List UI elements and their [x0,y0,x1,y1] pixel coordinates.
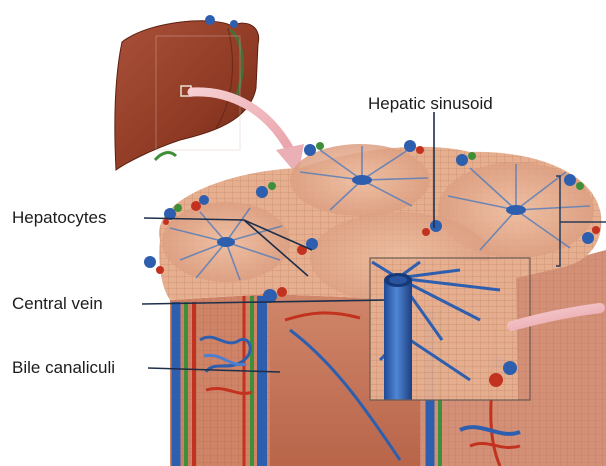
label-central-vein: Central vein [12,294,103,314]
liver-organ [115,15,259,170]
label-hepatocytes: Hepatocytes [12,208,107,228]
central-vein-section [370,258,530,400]
label-hepatic-sinusoid: Hepatic sinusoid [368,94,493,114]
label-bile-canaliculi: Bile canaliculi [12,358,115,378]
